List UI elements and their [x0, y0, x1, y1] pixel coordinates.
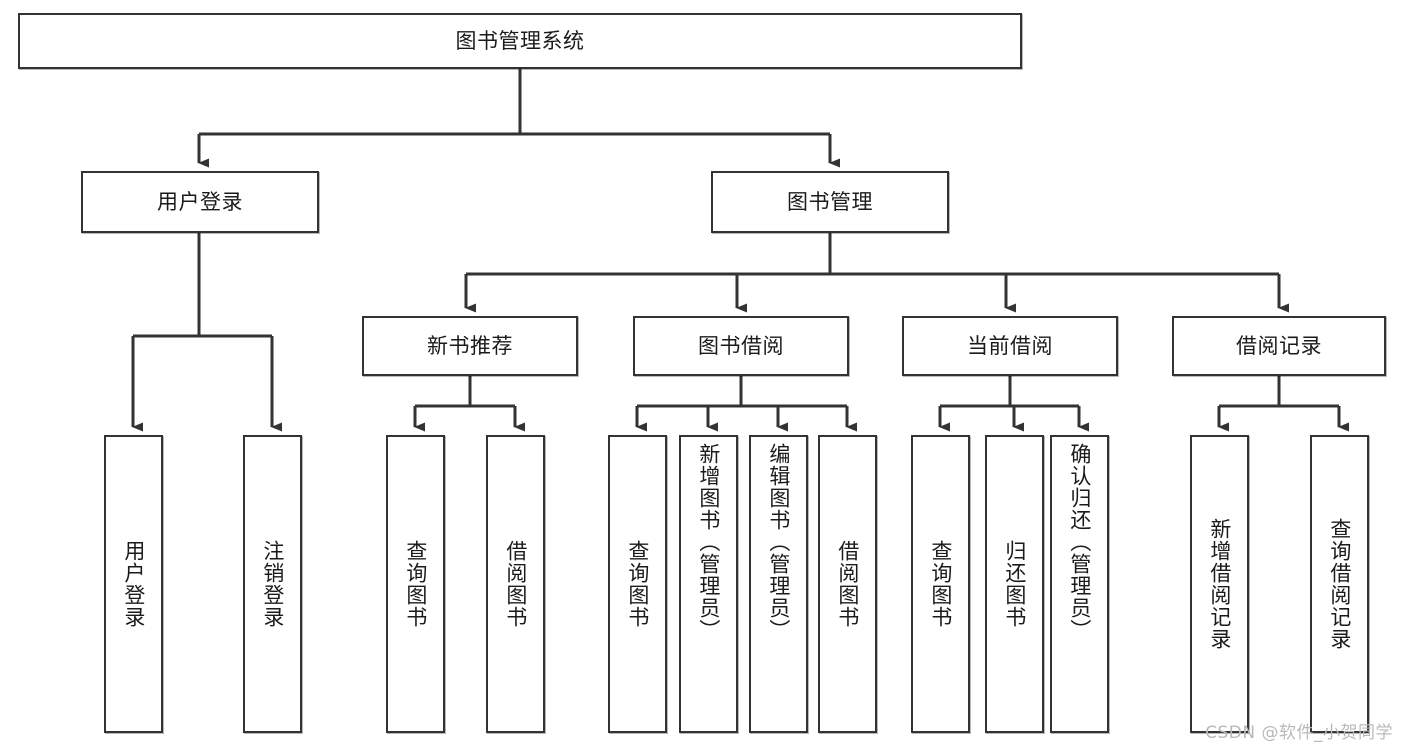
node-leaf-user-login[interactable]: 用户登录	[104, 435, 163, 733]
node-current-borrow-label: 当前借阅	[967, 333, 1053, 358]
leaf-content: 新增图书（管理员）	[681, 437, 736, 737]
node-leaf-logout-label: 注销登录	[260, 540, 285, 628]
node-leaf-logout[interactable]: 注销登录	[243, 435, 302, 733]
node-leaf-query-book-c[interactable]: 查询图书	[911, 435, 970, 733]
node-leaf-query-book-rec[interactable]: 查询图书	[386, 435, 445, 733]
node-root-label: 图书管理系统	[455, 28, 585, 53]
node-leaf-confirm-return[interactable]: 确认归还（管理员）	[1050, 435, 1109, 733]
node-leaf-borrow-book-rec-label: 借阅图书	[503, 540, 528, 628]
node-book-manage[interactable]: 图书管理	[711, 171, 949, 233]
leaf-content: 查询借阅记录	[1312, 437, 1367, 731]
node-leaf-return-book-label: 归还图书	[1002, 540, 1027, 628]
node-leaf-add-book-label: 新增图书（管理员）	[696, 443, 721, 641]
leaf-content: 新增借阅记录	[1192, 437, 1247, 731]
node-leaf-borrow-book-b[interactable]: 借阅图书	[818, 435, 877, 733]
node-leaf-query-record-label: 查询借阅记录	[1327, 518, 1352, 650]
leaf-content: 查询图书	[913, 437, 968, 731]
node-leaf-confirm-return-label: 确认归还（管理员）	[1067, 443, 1092, 641]
node-leaf-user-login-label: 用户登录	[121, 540, 146, 628]
leaf-content: 借阅图书	[488, 437, 543, 731]
node-leaf-edit-book-label: 编辑图书（管理员）	[766, 443, 791, 641]
node-book-manage-label: 图书管理	[787, 189, 873, 214]
node-borrow-record[interactable]: 借阅记录	[1172, 316, 1386, 376]
node-leaf-query-record[interactable]: 查询借阅记录	[1310, 435, 1369, 733]
leaf-content: 确认归还（管理员）	[1052, 437, 1107, 737]
node-book-borrow[interactable]: 图书借阅	[633, 316, 849, 376]
node-leaf-borrow-book-rec[interactable]: 借阅图书	[486, 435, 545, 733]
leaf-content: 编辑图书（管理员）	[751, 437, 806, 737]
node-leaf-add-record[interactable]: 新增借阅记录	[1190, 435, 1249, 733]
node-borrow-record-label: 借阅记录	[1236, 333, 1322, 358]
node-leaf-query-book-b[interactable]: 查询图书	[608, 435, 667, 733]
node-leaf-query-book-rec-label: 查询图书	[403, 540, 428, 628]
node-current-borrow[interactable]: 当前借阅	[902, 316, 1118, 376]
node-new-book-rec[interactable]: 新书推荐	[362, 316, 578, 376]
node-leaf-borrow-book-b-label: 借阅图书	[835, 540, 860, 628]
node-leaf-query-book-b-label: 查询图书	[625, 540, 650, 628]
leaf-content: 查询图书	[610, 437, 665, 731]
leaf-content: 归还图书	[987, 437, 1042, 731]
leaf-content: 注销登录	[245, 437, 300, 731]
node-new-book-rec-label: 新书推荐	[427, 333, 513, 358]
node-user-login[interactable]: 用户登录	[81, 171, 319, 233]
node-leaf-add-record-label: 新增借阅记录	[1207, 518, 1232, 650]
watermark-text: CSDN @软件_小贺同学	[1205, 723, 1393, 743]
leaf-content: 借阅图书	[820, 437, 875, 731]
leaf-content: 查询图书	[388, 437, 443, 731]
node-leaf-query-book-c-label: 查询图书	[928, 540, 953, 628]
node-root[interactable]: 图书管理系统	[18, 13, 1022, 69]
node-user-login-label: 用户登录	[157, 189, 243, 214]
node-leaf-edit-book[interactable]: 编辑图书（管理员）	[749, 435, 808, 733]
node-leaf-return-book[interactable]: 归还图书	[985, 435, 1044, 733]
leaf-content: 用户登录	[106, 437, 161, 731]
node-leaf-add-book[interactable]: 新增图书（管理员）	[679, 435, 738, 733]
node-book-borrow-label: 图书借阅	[698, 333, 784, 358]
